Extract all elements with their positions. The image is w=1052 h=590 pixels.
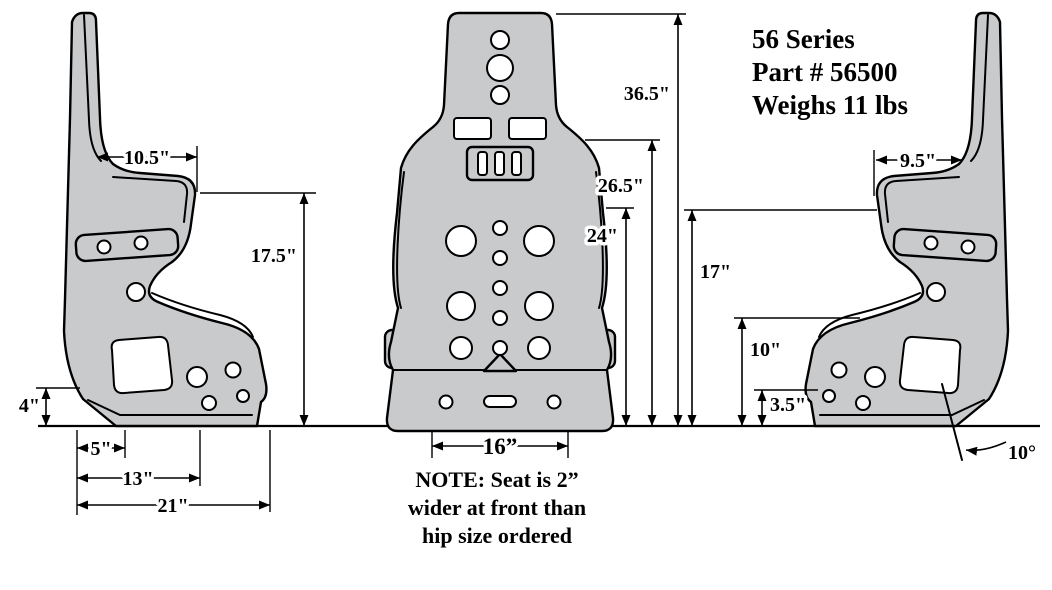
dim-front-shoulder-height: 26.5": [585, 139, 660, 426]
label-front-shoulder-height: 26.5": [598, 175, 644, 197]
side-inner-line-right: [595, 171, 604, 309]
seat-side-view-left: [62, 11, 268, 428]
headrest-hole: [490, 85, 510, 105]
rake-angle-line: [941, 383, 963, 461]
dim-front-overall-height: 36.5": [556, 13, 686, 426]
dim-left-front-mount-offset: 5": [76, 430, 126, 515]
rake-angle-arrow: [965, 441, 1007, 456]
dim-right-lumbar-height: 10": [734, 317, 860, 426]
back-hole: [446, 291, 476, 321]
back-hole: [527, 336, 551, 360]
label-front-seat-width: 16”: [483, 434, 518, 459]
label-right-lumbar-height: 10": [750, 339, 781, 361]
label-right-base-height: 3.5": [770, 394, 806, 416]
title-part-number: Part # 56500: [752, 57, 897, 87]
dim-right-base-height: 3.5": [754, 389, 818, 426]
headrest-hole: [486, 54, 514, 82]
side-inner-line-left: [396, 171, 405, 309]
label-left-front-mount-offset: 5": [90, 438, 111, 460]
label-front-overall-height: 36.5": [624, 83, 670, 105]
title-series: 56 Series: [752, 24, 855, 54]
note-line-1: NOTE: Seat is 2”: [415, 467, 578, 492]
harness-slot: [477, 151, 488, 176]
note-block: NOTE: Seat is 2” wider at front than hip…: [408, 467, 586, 548]
title-block: 56 Series Part # 56500 Weighs 11 lbs: [752, 24, 908, 120]
harness-slot: [511, 151, 522, 176]
spine-hole: [492, 250, 508, 266]
seat-front-view: [383, 11, 617, 433]
dim-front-side-height: 24": [583, 207, 634, 426]
dim-right-top-width: 9.5": [873, 147, 962, 196]
label-left-top-width: 10.5": [124, 147, 170, 169]
title-weight: Weighs 11 lbs: [752, 90, 908, 120]
dim-left-top-width: 10.5": [97, 144, 198, 192]
dim-right-rake-angle: 10°: [941, 383, 1040, 468]
note-line-3: hip size ordered: [422, 523, 572, 548]
back-hole: [449, 336, 473, 360]
dim-left-base-length: 21": [77, 430, 271, 521]
headrest-hole: [490, 30, 510, 50]
pan-hole: [438, 394, 454, 410]
shoulder-slot-left: [453, 117, 492, 140]
label-left-base-length: 21": [157, 495, 188, 517]
harness-slot: [494, 151, 505, 176]
pan-center-gusset: [482, 352, 518, 373]
back-hole: [445, 225, 477, 257]
spine-hole: [492, 310, 508, 326]
label-left-back-height: 17.5": [251, 245, 297, 267]
back-hole: [523, 225, 555, 257]
label-front-side-height: 24": [587, 225, 618, 247]
label-left-mid-span: 13": [122, 468, 153, 490]
pan-slot: [483, 395, 517, 408]
label-right-front-height: 17": [700, 261, 731, 283]
label-right-top-width: 9.5": [900, 150, 936, 172]
label-right-rake-angle: 10°: [1008, 442, 1036, 464]
dim-left-rear-base-height: 4": [15, 387, 80, 426]
spine-hole: [492, 280, 508, 296]
label-left-rear-base-height: 4": [19, 395, 40, 417]
spine-hole: [492, 340, 508, 356]
dim-front-seat-width: 16”: [431, 431, 569, 463]
back-hole: [524, 291, 554, 321]
dim-left-mid-span: 13": [77, 430, 201, 494]
note-line-2: wider at front than: [408, 495, 586, 520]
pan-hole: [546, 394, 562, 410]
shoulder-slot-right: [508, 117, 547, 140]
spine-hole: [492, 220, 508, 236]
dim-right-front-height: 17": [684, 209, 877, 426]
dim-left-back-height: 17.5": [200, 192, 316, 426]
